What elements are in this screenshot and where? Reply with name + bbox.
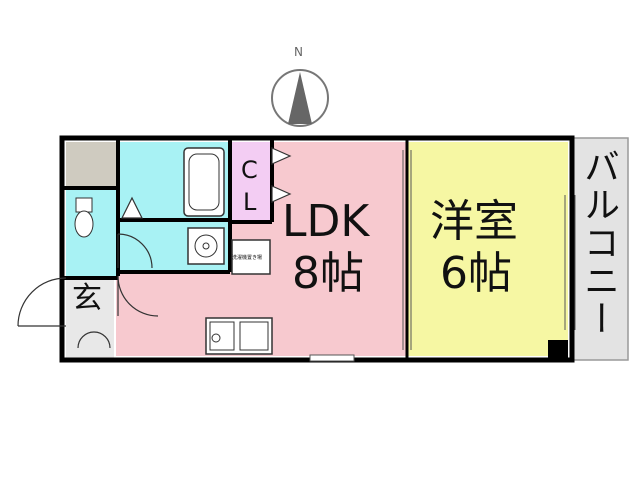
toilet-icon: [74, 197, 94, 238]
bathtub-icon: [183, 147, 225, 217]
pillar: [548, 340, 568, 358]
ldk-name: LDK: [282, 196, 370, 247]
western-size: 6帖: [440, 248, 512, 299]
western-name: 洋室: [430, 196, 518, 247]
closet-line1: C: [241, 156, 258, 184]
washbasin-icon: [187, 227, 225, 265]
storage-fill: [66, 142, 116, 187]
closet-fill-top: [232, 142, 270, 222]
washer-label: 洗濯機置き場: [232, 255, 263, 261]
washer-spot: [231, 239, 271, 275]
kitchen-icon: [205, 317, 273, 355]
compass-icon: [271, 69, 329, 127]
compass-north-label: N: [294, 45, 303, 59]
closet-line2: L: [243, 188, 257, 216]
western-fill: [408, 142, 568, 356]
entrance-fill: [66, 280, 114, 358]
balcony-label: バルコニー: [578, 148, 619, 338]
balcony-fill: [571, 137, 629, 361]
ldk-size: 8帖: [292, 248, 364, 299]
entrance-label: 玄: [72, 281, 102, 316]
